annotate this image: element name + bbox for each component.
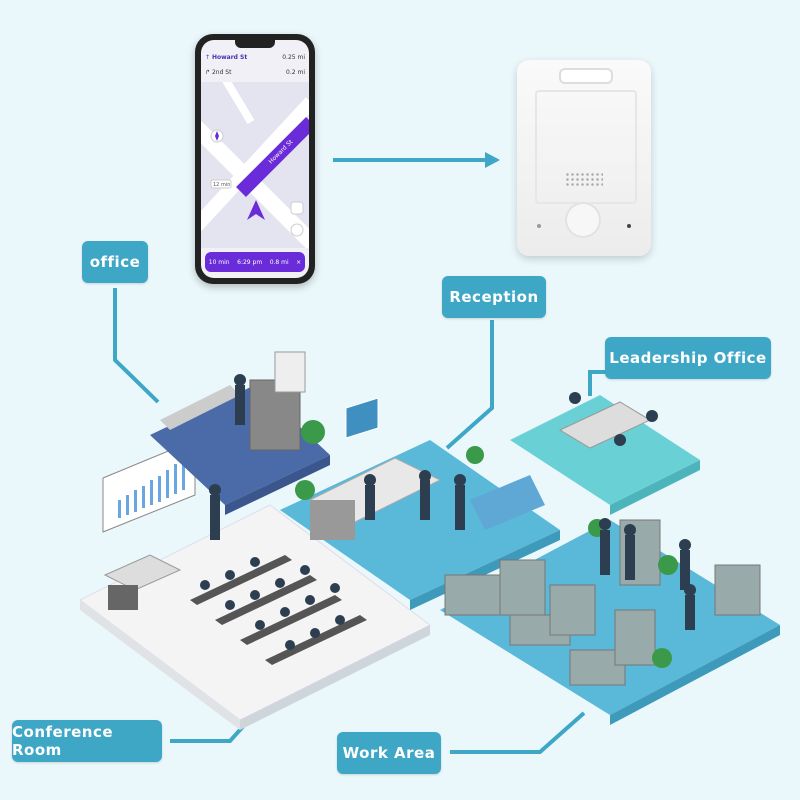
map-time-badge: 12 min (213, 182, 230, 188)
leadership-floor (510, 395, 700, 505)
location-arrow-icon (247, 200, 265, 220)
sensor-icon (627, 224, 631, 228)
eta-minutes: 10 min (208, 258, 230, 266)
phone-screen: ↑ Howard St 0.25 mi ↱ 2nd St 0.2 mi Howa… (201, 40, 309, 278)
work-area-connector (450, 711, 586, 754)
label-reception: Reception (442, 276, 546, 318)
eta-distance: 0.8 mi (269, 258, 289, 266)
label-office: office (82, 241, 148, 283)
eta-bar: 10 min 6:29 pm 0.8 mi × (205, 252, 305, 272)
office-connector (113, 288, 160, 404)
next-street-distance: 0.2 mi (286, 68, 305, 76)
next-street-name: 2nd St (211, 68, 232, 76)
layers-icon[interactable] (290, 201, 304, 215)
status-led-icon (537, 224, 541, 228)
nav-current-street: ↑ Howard St 0.25 mi (205, 50, 305, 64)
smartphone: ↑ Howard St 0.25 mi ↱ 2nd St 0.2 mi Howa… (195, 34, 315, 284)
reception-connector (445, 320, 494, 450)
label-work-area: Work Area (337, 732, 441, 774)
nav-next-street: ↱ 2nd St 0.2 mi (205, 65, 305, 79)
tracker-device (517, 60, 651, 256)
close-icon[interactable]: × (296, 258, 302, 266)
label-conference-room: Conference Room (12, 720, 162, 762)
recenter-icon[interactable] (290, 223, 304, 237)
turn-arrow-icon: ↑ (205, 53, 211, 61)
eta-time: 6:29 pm (237, 258, 263, 266)
leadership-connector (588, 370, 605, 396)
speaker-grille-icon (565, 172, 603, 186)
street-distance: 0.25 mi (282, 53, 305, 61)
wall-monitor (345, 397, 379, 439)
navigation-map: Howard St 12 min (201, 69, 309, 252)
label-leadership-office: Leadership Office (605, 337, 771, 379)
phone-notch (235, 40, 275, 48)
tracker-button[interactable] (565, 202, 601, 238)
lanyard-slot (559, 68, 613, 84)
street-name: Howard St (211, 53, 248, 61)
turn-right-icon: ↱ (205, 68, 211, 76)
